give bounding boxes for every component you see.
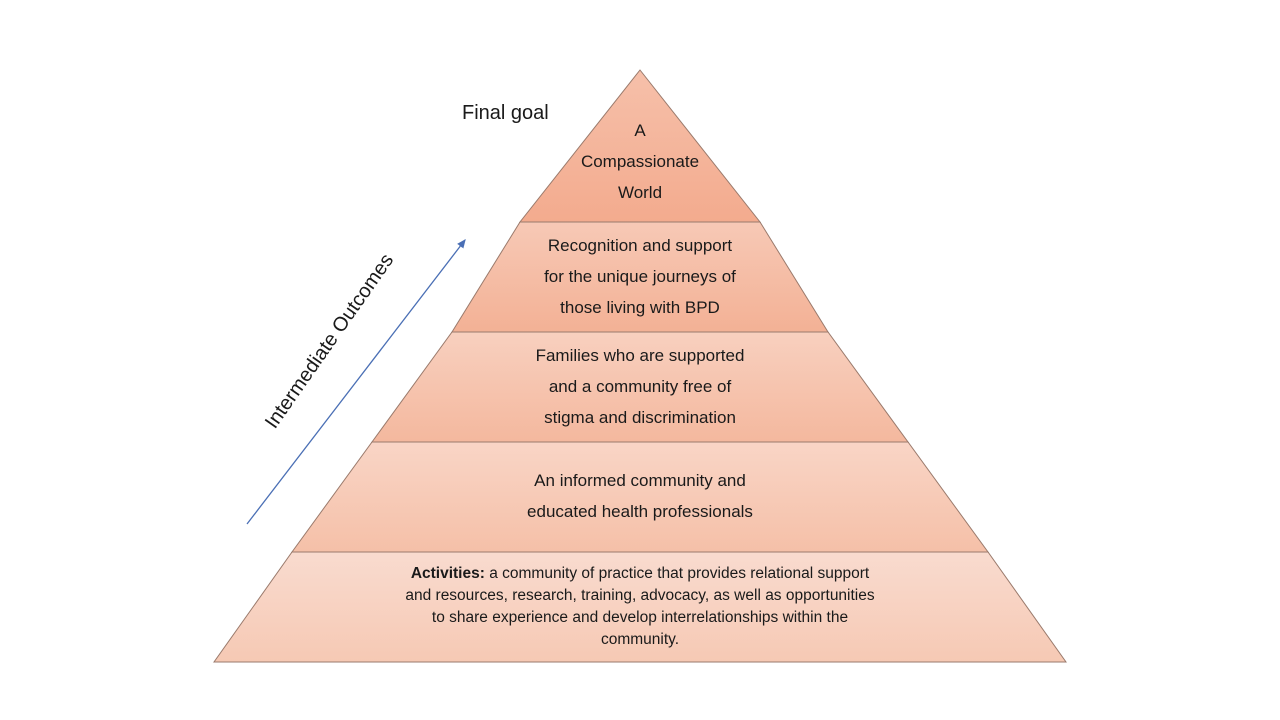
final-goal-label: Final goal — [462, 102, 549, 124]
activities-label: Activities: — [410, 565, 485, 582]
tier-base-text: Activities: a community of practice that… — [405, 565, 875, 648]
tier-3-text: Families who are supported and a communi… — [535, 346, 745, 427]
outcomes-arrow — [246, 238, 466, 525]
tier-2-text: Recognition and support for the unique j… — [544, 236, 736, 317]
tier-4-text: An informed community and educated healt… — [527, 471, 753, 521]
tier-base-shape — [213, 551, 1067, 663]
tier-apex-text: A Compassionate World — [580, 121, 700, 202]
